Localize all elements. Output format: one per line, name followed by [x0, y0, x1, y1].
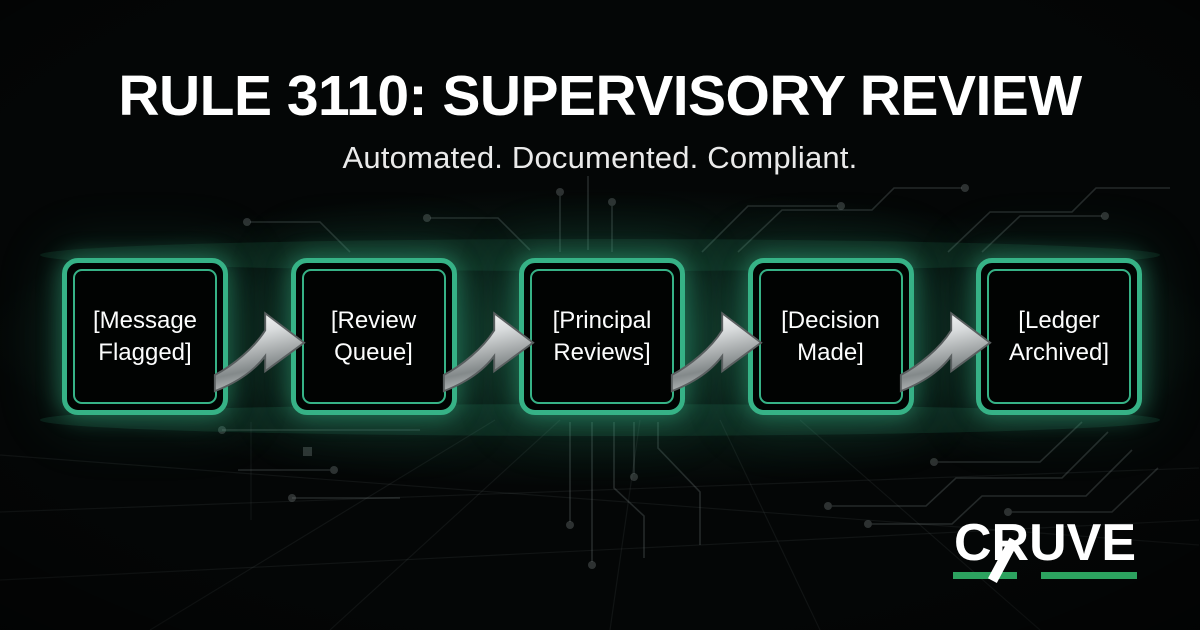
brand-logo: CRUVE — [953, 514, 1137, 583]
flow-step-message-flagged: [Message Flagged] — [62, 258, 228, 415]
flow-step-label: [Ledger Archived] — [987, 269, 1131, 404]
flow-step-label: [Principal Reviews] — [530, 269, 674, 404]
brand-wordmark: CRUVE — [953, 514, 1137, 572]
flow-step-label: [Review Queue] — [301, 269, 446, 404]
flow-step-label: [Message Flagged] — [73, 269, 217, 404]
page-title: RULE 3110: SUPERVISORY REVIEW — [118, 64, 1082, 128]
flow-step-review-queue: [Review Queue] — [290, 258, 457, 415]
page-subtitle: Automated. Documented. Compliant. — [342, 139, 858, 175]
flow-step-principal-reviews: [Principal Reviews] — [519, 258, 685, 415]
flow-step-decision-made: [Decision Made] — [747, 258, 914, 415]
header: RULE 3110: SUPERVISORY REVIEW Automated.… — [0, 0, 1200, 176]
flow-step-ledger-archived: [Ledger Archived] — [976, 258, 1142, 415]
brand-underline — [953, 572, 1137, 579]
process-flow: [Message Flagged] [Review Queue] [Princi… — [62, 258, 1142, 415]
flow-step-label: [Decision Made] — [758, 269, 903, 404]
brand-underline-right-segment — [1041, 572, 1137, 579]
brand-underline-left-segment — [953, 572, 1017, 579]
